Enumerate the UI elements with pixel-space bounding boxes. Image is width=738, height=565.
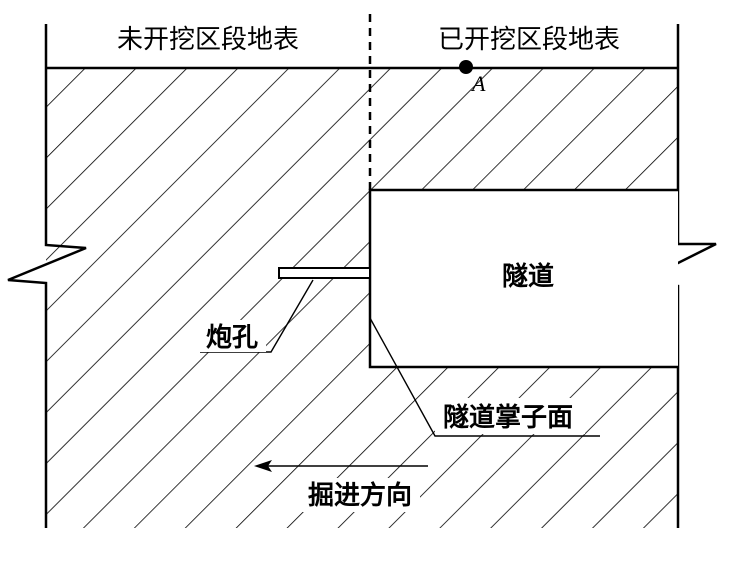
excavation-direction-label: 掘进方向 (308, 480, 412, 511)
tunnel-face-leader (369, 317, 600, 437)
point-a-marker (459, 60, 473, 74)
tunnel-face-label: 隧道掌子面 (443, 402, 573, 433)
blast-hole-label: 炮孔 (206, 322, 258, 353)
blast-hole (278, 267, 371, 279)
point-a-label: A (470, 71, 486, 96)
excavated-surface-label: 已开挖区段地表 (438, 25, 620, 55)
tunnel-label: 隧道 (502, 261, 554, 292)
unexcavated-surface-label: 未开挖区段地表 (117, 25, 299, 55)
left-boundary-break (7, 24, 87, 528)
tunnel-opening (370, 190, 678, 367)
excavation-direction-arrowhead (254, 460, 272, 472)
